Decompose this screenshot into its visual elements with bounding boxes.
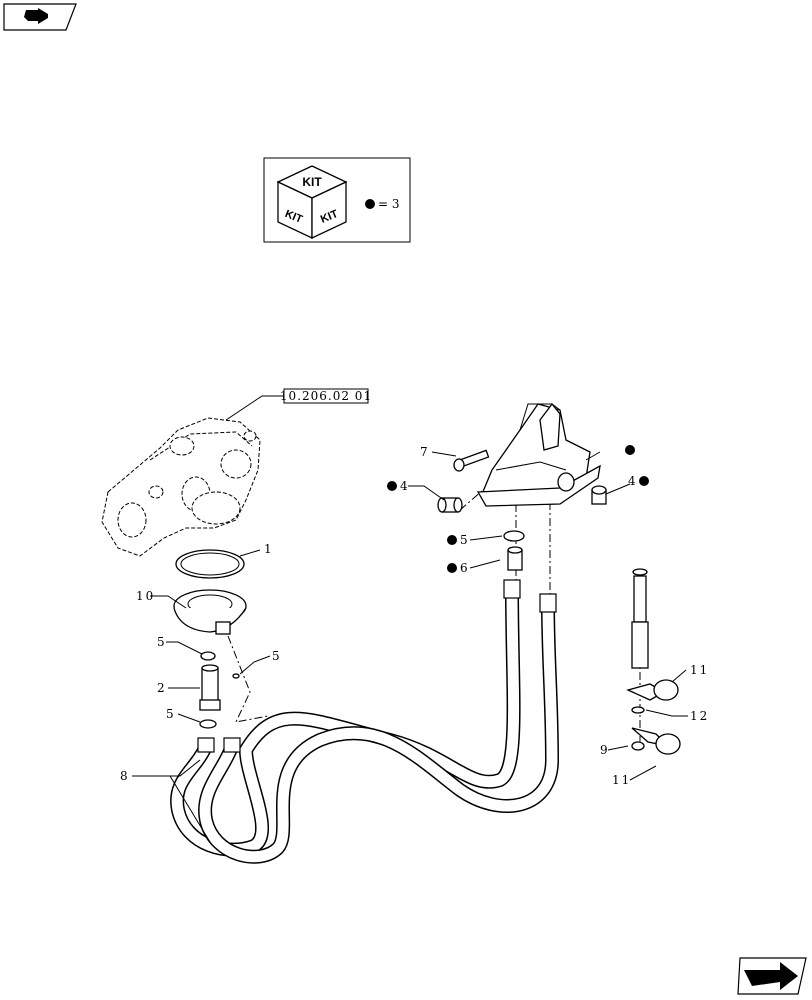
callout-7: 7	[420, 445, 428, 459]
filter-housing	[476, 402, 601, 507]
callout-2: 2	[157, 681, 165, 695]
reference-text: 10.206.02 01	[280, 389, 372, 403]
back-arrow-icon	[24, 8, 48, 24]
adapter-fitting	[199, 664, 221, 711]
callout-4a: 4	[400, 479, 408, 493]
bullet-icon	[639, 476, 649, 486]
washer	[232, 673, 240, 679]
callout-5b: 5	[272, 649, 280, 663]
valve-housing	[101, 417, 261, 557]
leader-lines	[132, 451, 688, 843]
callout-11b: 11	[612, 773, 631, 787]
callout-5c: 5	[166, 707, 174, 721]
reference-leader	[225, 395, 284, 421]
kit-legend-box: KIT KIT KIT = 3	[263, 157, 411, 243]
bolt	[453, 449, 490, 472]
bullet-icons	[387, 445, 649, 573]
plug-left	[437, 497, 463, 513]
bullet-icon	[447, 535, 457, 545]
kit-legend-text: = 3	[378, 197, 400, 211]
filter-head	[173, 589, 247, 635]
callout-6: 6	[460, 561, 468, 575]
reference-link[interactable]: 10.206.02 01	[280, 388, 372, 404]
hose-assembly	[170, 579, 560, 864]
seal-ring	[503, 530, 525, 542]
kit-cube-top-text: KIT	[302, 175, 322, 189]
clamp-assembly	[626, 568, 681, 755]
callout-12: 12	[690, 709, 709, 723]
plug-right	[591, 485, 607, 505]
next-page-button[interactable]	[737, 957, 807, 995]
bullet-icon	[625, 445, 635, 455]
washer	[200, 651, 216, 661]
callout-4b: 4	[628, 474, 636, 488]
callout-5a: 5	[157, 635, 165, 649]
bullet-icon	[387, 481, 397, 491]
o-ring	[175, 549, 245, 579]
kit-bullet-icon	[365, 199, 375, 209]
callout-9: 9	[600, 743, 608, 757]
center-line-left	[227, 635, 269, 723]
prev-page-button[interactable]	[3, 3, 77, 31]
callout-1: 1	[264, 542, 272, 556]
callout-8: 8	[120, 769, 128, 783]
nipple-fitting	[507, 546, 523, 571]
washer	[199, 719, 217, 729]
callout-11a: 11	[690, 663, 709, 677]
kit-cube-icon: KIT KIT KIT	[276, 165, 348, 240]
callout-5d: 5	[460, 533, 468, 547]
forward-arrow-icon	[744, 962, 798, 990]
bullet-icon	[447, 563, 457, 573]
o-ring-inner	[180, 552, 240, 576]
callout-10: 10	[136, 589, 155, 603]
